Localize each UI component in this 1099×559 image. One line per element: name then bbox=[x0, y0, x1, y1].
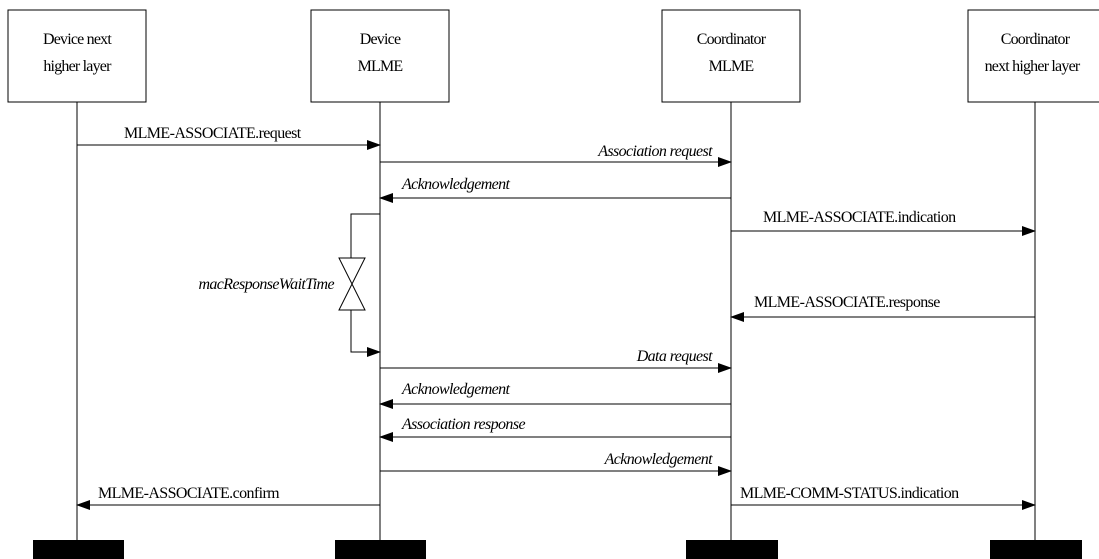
svg-text:Association request: Association request bbox=[597, 143, 713, 160]
svg-text:MLME-ASSOCIATE.confirm: MLME-ASSOCIATE.confirm bbox=[98, 485, 280, 502]
message-acknowledgement-3: Acknowledgement bbox=[380, 451, 732, 476]
svg-text:MLME-ASSOCIATE.request: MLME-ASSOCIATE.request bbox=[124, 125, 302, 142]
svg-text:Acknowledgement: Acknowledgement bbox=[604, 451, 714, 468]
svg-text:Data request: Data request bbox=[636, 348, 713, 365]
svg-text:MLME-ASSOCIATE.indication: MLME-ASSOCIATE.indication bbox=[763, 209, 956, 226]
participant-coordinator-mlme: Coordinator MLME bbox=[661, 9, 801, 103]
lifeline-end-bar bbox=[990, 540, 1082, 559]
participant-device-mlme: Device MLME bbox=[310, 9, 450, 103]
message-associate-request: MLME-ASSOCIATE.request bbox=[77, 125, 381, 150]
participant-label-line2: MLME bbox=[709, 58, 754, 75]
timer-bracket: macResponseWaitTime bbox=[198, 213, 381, 357]
timer-label: macResponseWaitTime bbox=[198, 276, 334, 293]
svg-text:MLME-ASSOCIATE.response: MLME-ASSOCIATE.response bbox=[754, 294, 940, 311]
message-data-request: Data request bbox=[380, 348, 732, 373]
message-associate-response: MLME-ASSOCIATE.response bbox=[730, 294, 1035, 322]
lifeline-end-bar bbox=[335, 540, 426, 559]
svg-text:MLME-COMM-STATUS.indication: MLME-COMM-STATUS.indication bbox=[740, 485, 959, 502]
svg-text:Association response: Association response bbox=[401, 416, 525, 433]
message-association-request: Association request bbox=[380, 143, 732, 167]
participant-label-line1: Coordinator bbox=[697, 31, 767, 48]
message-acknowledgement-1: Acknowledgement bbox=[379, 176, 731, 203]
hourglass-icon bbox=[338, 257, 366, 311]
message-associate-indication: MLME-ASSOCIATE.indication bbox=[731, 209, 1036, 236]
participant-label-line1: Coordinator bbox=[1001, 31, 1071, 48]
message-comm-status-indication: MLME-COMM-STATUS.indication bbox=[731, 485, 1036, 510]
participant-device-nhl: Device next higher layer bbox=[7, 9, 147, 103]
lifeline-end-bar bbox=[33, 540, 124, 559]
message-associate-confirm: MLME-ASSOCIATE.confirm bbox=[76, 485, 380, 510]
participant-label-line2: MLME bbox=[358, 58, 403, 75]
participant-label-line2: higher layer bbox=[43, 58, 112, 75]
participant-label-line1: Device bbox=[360, 31, 401, 48]
message-association-response: Association response bbox=[379, 416, 731, 442]
message-acknowledgement-2: Acknowledgement bbox=[379, 381, 731, 409]
lifeline-end-bar bbox=[686, 540, 778, 559]
participant-label-line2: next higher layer bbox=[985, 58, 1081, 75]
svg-text:Acknowledgement: Acknowledgement bbox=[401, 381, 511, 398]
svg-text:Acknowledgement: Acknowledgement bbox=[401, 176, 511, 193]
participant-coordinator-nhl: Coordinator next higher layer bbox=[967, 9, 1099, 103]
participant-label-line1: Device next bbox=[43, 31, 112, 48]
